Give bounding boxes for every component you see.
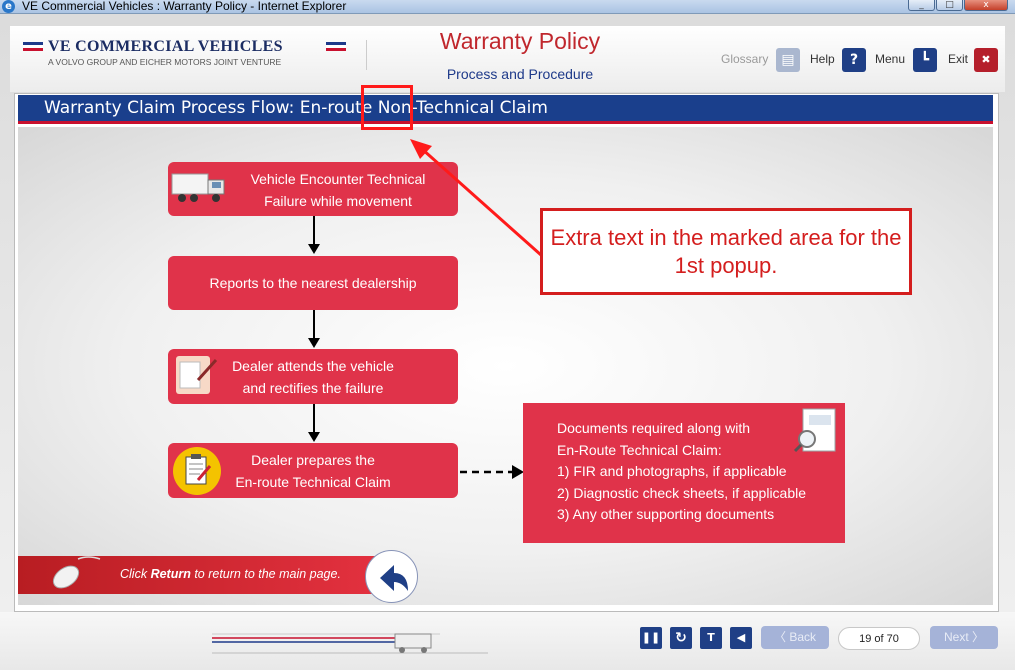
document-search-icon	[793, 408, 836, 453]
maximize-button[interactable]: □	[936, 0, 963, 11]
mouse-icon	[52, 556, 101, 589]
flow-step-text-line: Dealer prepares the	[251, 452, 375, 468]
flow-arrowhead	[308, 244, 320, 254]
next-button[interactable]: Next 〉	[930, 626, 998, 649]
replay-button[interactable]: ↻	[670, 627, 692, 649]
help-icon[interactable]: ?	[842, 48, 866, 72]
flow-step-report-dealership: Reports to the nearest dealership	[168, 256, 458, 310]
clipboard-icon	[173, 447, 221, 495]
pause-button[interactable]: ❚❚	[640, 627, 662, 649]
documents-heading-line: Documents required along with	[557, 420, 750, 436]
window-close-button[interactable]: x	[964, 0, 1008, 11]
mechanic-icon	[176, 356, 218, 394]
flow-step-text-line: Dealer attends the vehicle	[232, 358, 394, 374]
progress-track	[212, 633, 488, 654]
dashed-arrow	[460, 465, 524, 479]
documents-item: 3) Any other supporting documents	[557, 506, 775, 522]
header-divider	[366, 40, 367, 70]
annotation-arrow	[410, 139, 551, 265]
annotation-marked-area	[361, 85, 413, 130]
course-header	[10, 26, 1005, 92]
return-prefix: Click	[120, 567, 151, 581]
audio-button[interactable]: ◀	[730, 627, 752, 649]
back-button[interactable]: 〈 Back	[761, 626, 829, 649]
flow-step-text-line: and rectifies the failure	[242, 380, 384, 396]
flow-step-text: Reports to the nearest dealership	[209, 275, 417, 291]
exit-label: Exit	[948, 52, 969, 66]
progress-truck-icon	[394, 633, 432, 649]
flow-step-vehicle-failure: Vehicle Encounter Technical Failure whil…	[168, 162, 458, 216]
exit-icon[interactable]: ✖	[974, 48, 998, 72]
truck-icon	[171, 173, 225, 202]
documents-required-box: Documents required along with En-Route T…	[523, 403, 845, 543]
glossary-label: Glossary	[721, 52, 769, 66]
course-subtitle: Process and Procedure	[446, 66, 594, 82]
flag-left-icon	[23, 42, 43, 51]
slide-title: Warranty Claim Process Flow: En-route No…	[44, 98, 548, 118]
return-keyword: Return	[150, 567, 191, 581]
documents-heading-line: En-Route Technical Claim:	[557, 441, 722, 458]
page-indicator: 19 of 70	[838, 627, 920, 650]
slide-title-bar	[18, 95, 993, 124]
flow-connector	[313, 404, 315, 434]
window-title: VE Commercial Vehicles : Warranty Policy…	[22, 0, 347, 13]
return-instruction: Click Return to return to the main page.	[120, 567, 341, 581]
transcript-button[interactable]: T	[700, 627, 722, 649]
flow-connector	[313, 310, 315, 340]
flow-step-text-line: Vehicle Encounter Technical	[250, 171, 426, 187]
return-button[interactable]	[365, 550, 418, 603]
minimize-button[interactable]: _	[908, 0, 935, 11]
annotation-note: Extra text in the marked area for the 1s…	[540, 208, 912, 295]
flag-right-icon	[326, 42, 346, 51]
course-title: Warranty Policy	[439, 28, 601, 54]
help-label: Help	[810, 52, 835, 66]
return-arrow-icon	[380, 565, 408, 591]
flow-arrowhead	[308, 432, 320, 442]
glossary-icon[interactable]: ▤	[776, 48, 800, 72]
internet-explorer-icon: e	[2, 0, 15, 13]
return-suffix: to return to the main page.	[190, 567, 341, 581]
menu-label: Menu	[875, 52, 906, 66]
menu-icon[interactable]: ┗	[913, 48, 937, 72]
flow-step-text-line: En-route Technical Claim	[235, 474, 391, 490]
documents-item: 1) FIR and photographs, if applicable	[557, 463, 787, 479]
flow-connector	[313, 216, 315, 246]
flow-arrowhead	[308, 338, 320, 348]
documents-item: 2) Diagnostic check sheets, if applicabl…	[557, 484, 807, 501]
brand-logo-name: VE COMMERCIAL VEHICLES	[48, 38, 283, 55]
window-titlebar	[0, 0, 1015, 14]
flow-step-text-line: Failure while movement	[264, 193, 412, 209]
brand-tagline: A VOLVO GROUP AND EICHER MOTORS JOINT VE…	[48, 57, 282, 67]
flow-step-dealer-attends: Dealer attends the vehicle and rectifies…	[168, 349, 458, 404]
